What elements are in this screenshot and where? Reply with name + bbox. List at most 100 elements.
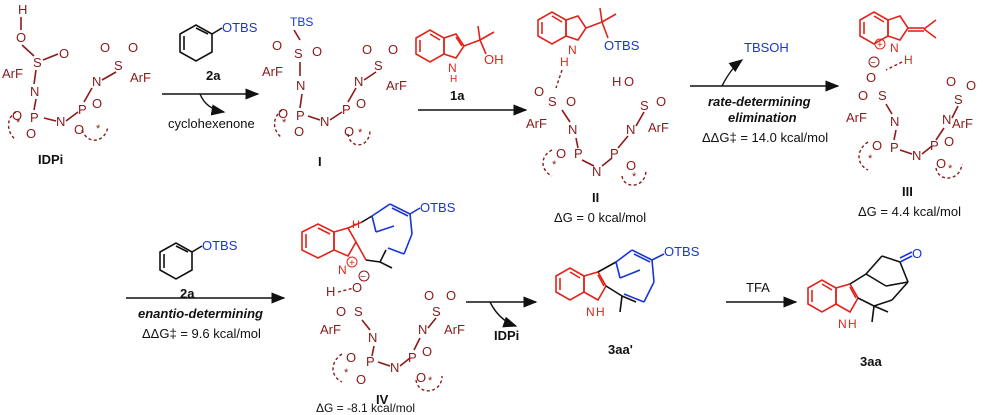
int-ii-o1: O [534,84,544,99]
int-iii-n1: N [890,114,899,129]
dg-iii: ΔG = 4.4 kcal/mol [858,204,961,219]
idpi-o-label: O [16,30,26,45]
int-iv-label: IV [376,392,389,407]
int-i-structure: TBS O S O ArF N P O * O N P O O * N S O … [262,15,407,146]
int-iv-o1: O [352,280,362,295]
int-iv-o8: O [446,288,456,303]
cmp-3aa-prime-h: H [596,305,605,319]
int-ii-nh: H [560,55,569,69]
int-ii-s1: S [548,94,557,109]
int-ii-arf1: ArF [526,116,547,131]
idpi-star1: * [16,117,21,129]
int-i-arf1: ArF [262,64,283,79]
int-iii-star1: * [868,153,873,165]
int-i-o7: O [362,42,372,57]
int-i-arf2: ArF [386,78,407,93]
int-iv-p1: P [366,354,375,369]
int-i-o4: O [294,124,304,139]
int-iv-ch: H [352,219,360,231]
cmp-1a-h: H [450,74,457,85]
int-ii-o5: O [626,158,636,173]
ddg-enantio: ΔΔG‡ = 9.6 kcal/mol [142,326,261,341]
int-i-star1: * [282,117,287,129]
int-iii-o1: O [866,70,876,85]
idpi-arf2-label: ArF [130,70,151,85]
int-iv-n1: N [368,330,377,345]
int-iv-star1: * [344,367,349,379]
cmp-3aa-prime-structure: N H OTBS [555,244,700,319]
cmp-2a-label: 2a [206,68,221,83]
int-iii-label: III [902,184,913,199]
int-ii-o4: O [656,94,666,109]
dg-iv: ΔG = -8.1 kcal/mol [316,401,415,415]
int-i-o8: O [388,42,398,57]
int-iii-s1: S [878,88,887,103]
idpi-o5-label: O [92,96,102,111]
int-iii-plus: + [877,40,883,51]
int-ii-s2: S [640,98,649,113]
idpi-arf1-label: ArF [2,66,23,81]
int-ii-n3: N [626,122,635,137]
int-iii-h: H [904,53,913,67]
int-iv-n2: N [390,360,399,375]
cmp-1a-label: 1a [450,88,465,103]
int-iv-plus: + [349,258,355,269]
cmp-2a-b-label: 2a [180,286,195,301]
int-iv-minus: − [360,272,366,283]
int-i-label: I [318,154,322,169]
int-ii-o3: O [556,146,566,161]
int-iii-o6: O [946,74,956,89]
int-iii-star2: * [948,163,953,175]
cmp-2a-otbs: OTBS [222,20,258,35]
int-iii-arf2: ArF [952,116,973,131]
int-iv-s2: S [432,304,441,319]
int-ii-structure: OTBS N H H O O S O ArF N P O * N P N S O… [526,7,669,186]
int-iii-o4: O [944,134,954,149]
idpi-structure: H O S O ArF N P O * O N P O O * N S O O … [2,2,151,141]
int-ii-n2: N [592,164,601,179]
int-ii-label: II [592,190,599,205]
arrow-release-idpi [489,301,518,328]
idpi-n2-label: N [56,114,65,129]
idpi-label: IDPi [38,152,63,167]
arrow-release-cyclohexenone [199,93,226,116]
int-ii-n1: N [568,122,577,137]
cmp-3aa-prime-otbs: OTBS [664,244,700,259]
int-iii-n: N [890,41,899,55]
idpi-n3-label: N [92,74,101,89]
int-i-o6: O [344,124,354,139]
idpi-o6-label: O [74,122,84,137]
idpi-s1-label: S [33,55,42,70]
int-iv-o2: O [336,304,346,319]
int-i-p1: P [296,108,305,123]
cmp-3aa-h: H [848,317,857,331]
int-iii-n2: N [912,148,921,163]
int-iv-o3: O [346,350,356,365]
int-iii-p1: P [890,140,899,155]
cmp-1a-oh: OH [484,52,504,67]
int-iv-o5: O [422,344,432,359]
tbsoh-label: TBSOH [744,40,789,55]
cmp-2a-structure-b: OTBS [159,238,238,280]
int-iii-o3: O [872,138,882,153]
int-i-n2: N [320,114,329,129]
int-i-o5: O [356,96,366,111]
idpi-o8-label: O [128,40,138,55]
cmp-1a-n: N [448,61,457,75]
idpi-star2: * [96,123,101,135]
int-ii-n: N [568,43,577,57]
int-iii-s2: S [954,92,963,107]
int-iv-p2: P [408,350,417,365]
cmp-3aa-structure: N H O [807,246,922,331]
idpi-release-label: IDPi [494,328,519,343]
dg-ii: ΔG = 0 kcal/mol [554,210,646,225]
int-iv-s1: S [354,304,363,319]
int-i-o1: O [272,38,282,53]
int-ii-p2: P [610,146,619,161]
int-ii-star2: * [632,171,637,183]
idpi-o7-label: O [100,40,110,55]
tfa-label: TFA [746,280,770,295]
int-iii-o5: O [936,156,946,171]
int-iv-n3: N [418,322,427,337]
idpi-p1-label: P [30,110,39,125]
